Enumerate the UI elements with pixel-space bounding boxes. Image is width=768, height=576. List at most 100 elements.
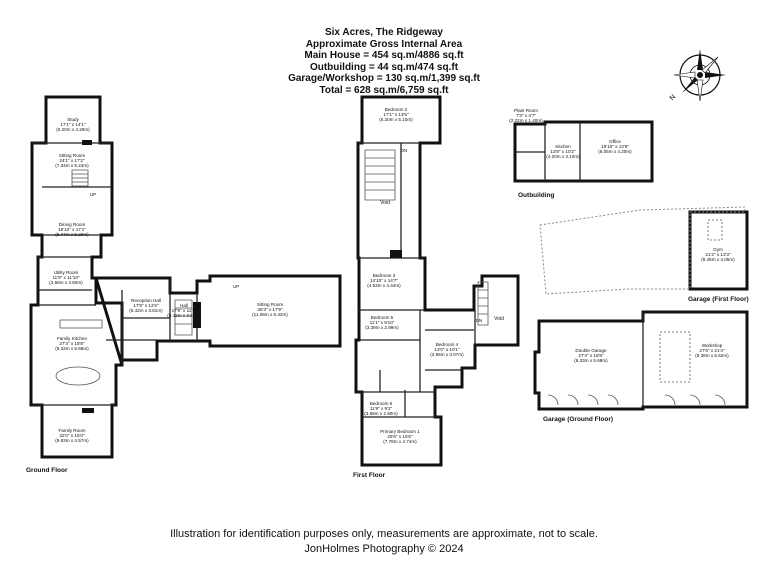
svg-text:Sitting Room: Sitting Room <box>257 302 283 307</box>
svg-text:(3.58m x 3.60m): (3.58m x 3.60m) <box>49 280 83 285</box>
svg-text:(9.93m x 4.57m): (9.93m x 4.57m) <box>55 438 89 443</box>
floor-label-outbuilding: Outbuilding <box>518 192 554 199</box>
svg-text:11'9" x 9'2": 11'9" x 9'2" <box>370 406 393 411</box>
svg-text:(7.78m x 4.74m): (7.78m x 4.74m) <box>383 439 417 444</box>
area-subtitle: Approximate Gross Internal Area <box>305 38 463 50</box>
floor-label-garage-first: Garage (First Floor) <box>688 296 749 303</box>
svg-text:25'6" x 15'6": 25'6" x 15'6" <box>387 434 413 439</box>
room-family-room: Family Room 32'0" x 15'0" (9.93m x 4.57m… <box>55 428 89 443</box>
svg-text:Double Garage: Double Garage <box>575 348 607 353</box>
svg-text:27'4" x 18'8": 27'4" x 18'8" <box>59 341 85 346</box>
svg-text:11'1" x 9'10": 11'1" x 9'10" <box>370 320 395 325</box>
kitchen-island <box>55 366 101 386</box>
room-sitting-room-2: Sitting Room 36'3" x 17'9" (11.06m x 5.4… <box>252 302 288 317</box>
svg-text:27'4" x 18'8": 27'4" x 18'8" <box>578 353 604 358</box>
room-kitchen: Kitchen 13'8" x 10'2" (4.20m x 3.10m) <box>546 144 580 159</box>
svg-text:13'8" x 10'2": 13'8" x 10'2" <box>550 149 576 154</box>
void-label-1: Void <box>380 200 390 206</box>
room-gym: Gym 21'2" x 13'3" (6.45m x 4.05m) <box>701 247 735 262</box>
svg-text:21'2" x 13'3": 21'2" x 13'3" <box>705 252 731 257</box>
room-plant-room: Plant Room 7'3" x 4'7" (2.22m x 1.40m) <box>509 108 543 123</box>
svg-text:24'1" x 17'2": 24'1" x 17'2" <box>59 158 85 163</box>
room-double-garage: Double Garage 27'4" x 18'8" (8.33m x 5.6… <box>574 348 608 363</box>
svg-text:Workshop: Workshop <box>702 343 723 348</box>
svg-text:Gym: Gym <box>713 247 723 252</box>
staircase-hall <box>174 299 193 336</box>
svg-text:Dining Room: Dining Room <box>59 222 86 227</box>
svg-text:(8.38m x 6.52m): (8.38m x 6.52m) <box>695 353 729 358</box>
svg-text:32'0" x 15'0": 32'0" x 15'0" <box>59 433 85 438</box>
room-study: Study 17'1" x 14'1" (5.20m x 4.29m) <box>56 117 90 132</box>
svg-text:36'3" x 17'9": 36'3" x 17'9" <box>257 307 283 312</box>
room-sitting-room-1: Sitting Room 24'1" x 17'2" (7.34m x 5.24… <box>55 153 89 168</box>
svg-text:Study: Study <box>67 117 79 122</box>
svg-text:(11.06m x 5.42m): (11.06m x 5.42m) <box>252 312 288 317</box>
svg-text:(6.05m x 4.20m): (6.05m x 4.20m) <box>598 149 632 154</box>
compass-icon: N <box>669 49 726 102</box>
svg-text:Kitchen: Kitchen <box>555 144 571 149</box>
area-total: Total = 628 sq.m/6,759 sq.ft <box>319 84 449 96</box>
svg-text:Utility Room: Utility Room <box>54 270 79 275</box>
staircase-void <box>477 281 489 326</box>
svg-text:(6.45m x 4.05m): (6.45m x 4.05m) <box>701 257 735 262</box>
floor-label-garage-ground: Garage (Ground Floor) <box>543 416 613 423</box>
staircase-main <box>364 149 396 201</box>
svg-text:Primary Bedroom 1: Primary Bedroom 1 <box>380 429 420 434</box>
disclaimer-text: Illustration for identification purposes… <box>170 528 598 540</box>
room-bedroom-2: Bedroom 2 17'1" x 13'5" (5.20m x 5.10m) <box>379 107 413 122</box>
credit-text: JonHolmes Photography © 2024 <box>304 543 464 555</box>
svg-text:Bedroom 3: Bedroom 3 <box>373 273 396 278</box>
svg-text:18'10" x 17'1": 18'10" x 17'1" <box>58 227 86 232</box>
svg-text:Office: Office <box>609 139 621 144</box>
room-hall: Hall 17'9" x 11'7" (5.42m x 3.56m) <box>167 303 201 318</box>
gym-roof-window <box>707 219 723 241</box>
room-dining-room: Dining Room 18'10" x 17'1" (5.74m x 5.20… <box>55 222 89 237</box>
room-office: Office 19'10" x 13'8" (6.05m x 4.20m) <box>598 139 632 154</box>
stair-dn-label-1: DN <box>401 148 408 153</box>
room-bedroom-4: Bedroom 4 13'0" x 10'1" (3.96m x 3.07m) <box>430 342 464 357</box>
svg-text:(8.33m x 5.68m): (8.33m x 5.68m) <box>574 358 608 363</box>
staircase-sitting <box>71 169 89 187</box>
room-reception-hall: Reception Hall 17'9" x 12'6" (5.42m x 3.… <box>129 298 163 313</box>
svg-text:(2.22m x 1.40m): (2.22m x 1.40m) <box>509 118 543 123</box>
svg-text:(7.34m x 5.24m): (7.34m x 5.24m) <box>55 163 89 168</box>
svg-text:17'9" x 11'7": 17'9" x 11'7" <box>172 308 197 313</box>
svg-text:Family Room: Family Room <box>58 428 85 433</box>
svg-text:Sitting Room: Sitting Room <box>59 153 85 158</box>
svg-text:Bedroom 5: Bedroom 5 <box>371 315 394 320</box>
svg-text:(5.42m x 3.81m): (5.42m x 3.81m) <box>129 308 163 313</box>
svg-text:N: N <box>669 94 678 103</box>
svg-text:Reception Hall: Reception Hall <box>131 298 161 303</box>
room-bedroom-5: Bedroom 5 11'1" x 9'10" (3.39m x 2.99m) <box>365 315 399 330</box>
svg-text:(4.53m x 4.44m): (4.53m x 4.44m) <box>367 283 401 288</box>
svg-text:11'9" x 11'10": 11'9" x 11'10" <box>52 275 79 280</box>
garage-roof-outline <box>539 206 746 295</box>
svg-text:17'9" x 12'6": 17'9" x 12'6" <box>133 303 159 308</box>
svg-text:Family Kitchen: Family Kitchen <box>57 336 88 341</box>
workshop-skylight <box>659 331 691 383</box>
stair-up-label-2: UP <box>233 284 239 289</box>
stair-up-label-1: UP <box>90 192 96 197</box>
svg-text:(3.58m x 2.80m): (3.58m x 2.80m) <box>364 411 398 416</box>
svg-text:17'1" x 13'5": 17'1" x 13'5" <box>383 112 409 117</box>
svg-text:(3.39m x 2.99m): (3.39m x 2.99m) <box>365 325 399 330</box>
stair-dn-label-2: DN <box>476 318 483 323</box>
svg-text:27'6" x 21'4": 27'6" x 21'4" <box>699 348 725 353</box>
area-garage: Garage/Workshop = 130 sq.m/1,399 sq.ft <box>288 73 480 84</box>
room-bedroom-3: Bedroom 3 14'10" x 14'7" (4.53m x 4.44m) <box>367 273 401 288</box>
room-bedroom-6: Bedroom 6 11'9" x 9'2" (3.58m x 2.80m) <box>364 401 398 416</box>
room-family-kitchen: Family Kitchen 27'4" x 18'8" (8.33m x 5.… <box>55 336 89 351</box>
svg-text:(5.20m x 4.29m): (5.20m x 4.29m) <box>56 127 90 132</box>
garage-ground-floor-outline <box>533 310 749 411</box>
svg-text:(5.42m x 3.56m): (5.42m x 3.56m) <box>167 313 201 318</box>
room-primary-bedroom: Primary Bedroom 1 25'6" x 15'6" (7.78m x… <box>380 429 420 444</box>
svg-text:19'10" x 13'8": 19'10" x 13'8" <box>601 144 629 149</box>
void-label-2: Void <box>494 316 504 322</box>
svg-text:Plant Room: Plant Room <box>514 108 538 113</box>
svg-text:13'0" x 10'1": 13'0" x 10'1" <box>434 347 460 352</box>
svg-text:(5.74m x 5.20m): (5.74m x 5.20m) <box>55 232 89 237</box>
svg-text:14'10" x 14'7": 14'10" x 14'7" <box>370 278 398 283</box>
floor-label-first: First Floor <box>353 472 386 479</box>
svg-text:(3.96m x 3.07m): (3.96m x 3.07m) <box>430 352 464 357</box>
